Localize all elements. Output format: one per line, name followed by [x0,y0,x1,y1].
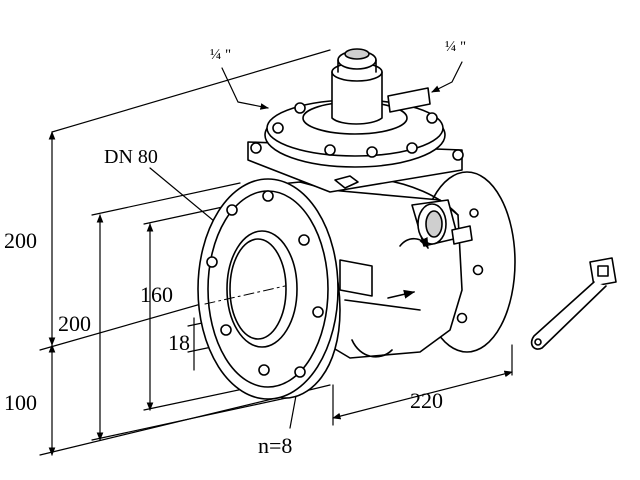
face-to-face-label: 220 [410,388,443,413]
flange-diameter-label: 200 [58,311,91,336]
adjustment-screw [399,199,473,250]
port-size-left-label: ¼ " [210,47,232,63]
flow-arrow-icon [387,289,416,299]
height-lower-label: 100 [4,390,37,415]
front-flange [197,178,341,400]
wrench-icon [530,257,617,350]
bolt-hole-label: 18 [168,330,190,355]
rotate-arrow-icon [399,236,429,250]
nominal-diameter-label: DN 80 [104,146,158,168]
pilot-cap [331,48,431,125]
height-total-label: 200 [4,228,37,253]
bolt-circle-label: 160 [140,282,173,307]
bolt-count-label: n=8 [258,433,293,458]
cover-bolts [250,102,464,161]
flange-bolt-holes [206,190,324,378]
port-size-right-label: ¼ " [445,39,467,55]
